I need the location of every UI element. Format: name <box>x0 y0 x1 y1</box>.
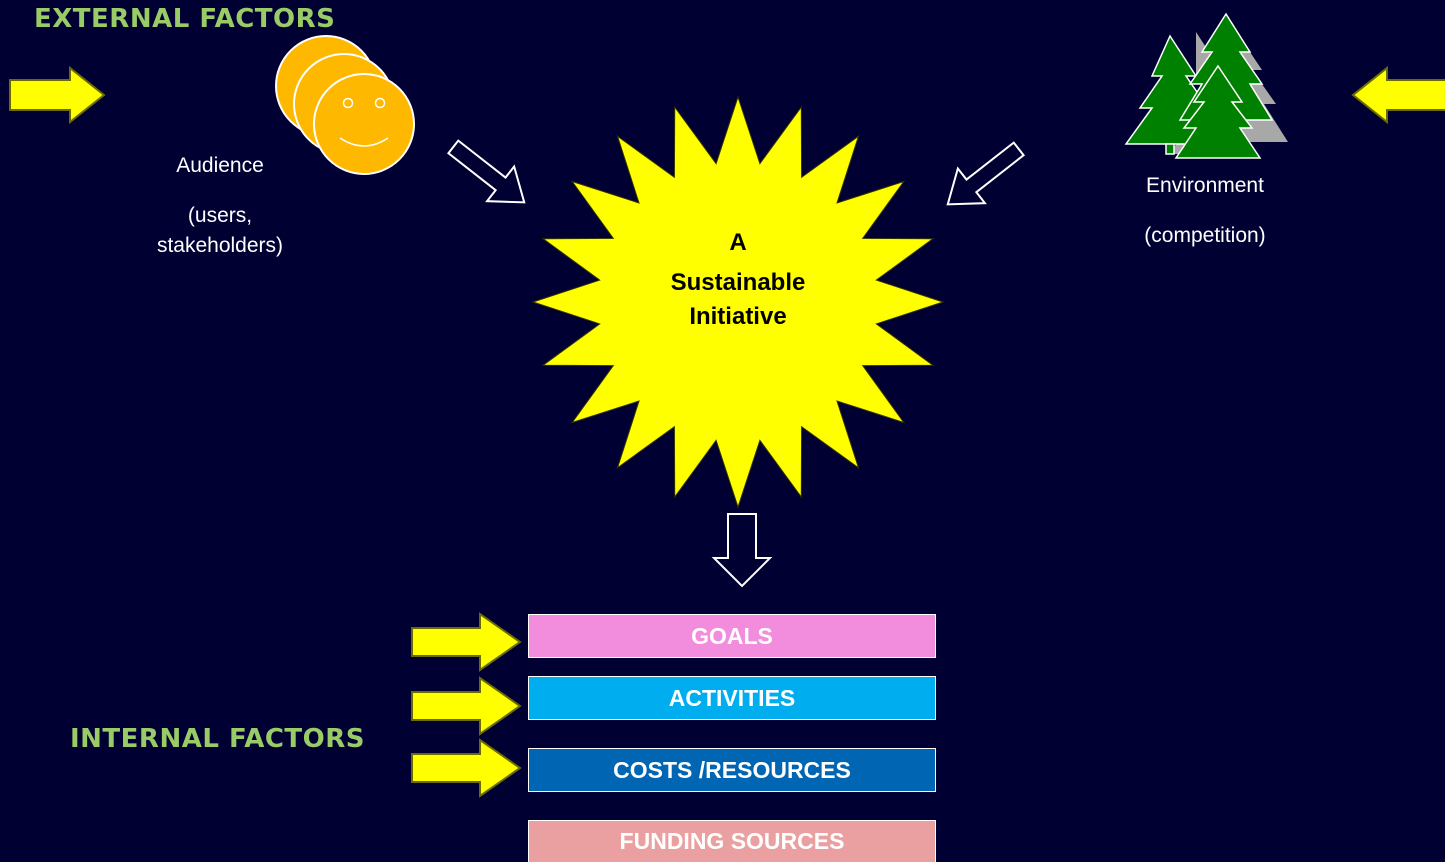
starburst-shape <box>531 95 945 509</box>
center-title-line1: A <box>729 229 747 256</box>
environment-detail: (competition) <box>1144 224 1266 247</box>
outline-arrow-icon-environment <box>946 141 1026 206</box>
activities-box: ACTIVITIES <box>528 676 936 720</box>
outline-arrow-icon-down <box>711 513 773 588</box>
center-title-line3: Initiative <box>689 303 787 330</box>
audience-detail-line1: (users, <box>187 204 253 227</box>
audience-detail-line2: stakeholders) <box>156 234 284 257</box>
goals-box: GOALS <box>528 614 936 658</box>
audience-title: Audience <box>176 154 264 177</box>
smiley-face-icon <box>275 35 415 175</box>
costs-resources-box: COSTS /RESOURCES <box>528 748 936 792</box>
yellow-arrow-icon-top-right <box>1351 65 1445 125</box>
yellow-arrow-icon-top-left <box>9 65 106 125</box>
center-title-line2: Sustainable <box>670 269 806 296</box>
environment-title: Environment <box>1146 174 1264 197</box>
yellow-arrow-icon-goals <box>411 612 522 672</box>
funding-sources-box: FUNDING SOURCES <box>528 820 936 862</box>
outline-arrow-icon-audience <box>446 139 526 204</box>
pine-trees-icon <box>1124 12 1288 159</box>
internal-factors-heading: INTERNAL FACTORS <box>70 724 366 754</box>
yellow-arrow-icon-costs <box>411 738 522 798</box>
external-factors-heading: EXTERNAL FACTORS <box>34 4 336 34</box>
yellow-arrow-icon-activities <box>411 676 522 736</box>
